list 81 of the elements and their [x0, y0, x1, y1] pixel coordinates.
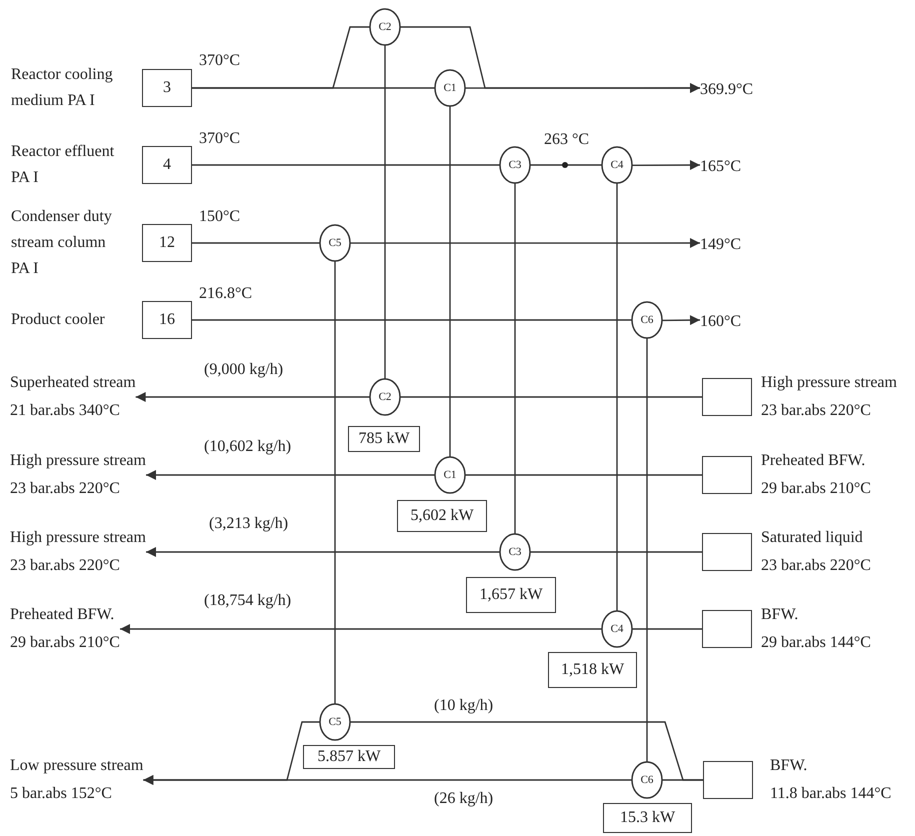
stream-label: 21 bar.abs 340°C	[10, 401, 121, 421]
connector-line	[192, 319, 632, 321]
duty-box: 5.857 kW	[303, 745, 395, 769]
duty-box: 785 kW	[348, 426, 420, 452]
exchanger-label: C3	[508, 159, 522, 171]
exchanger-label: C2	[378, 21, 392, 33]
stream-label: Superheated stream	[10, 373, 136, 393]
connector-line	[192, 242, 320, 244]
stream-label: Preheated BFW.	[10, 605, 116, 625]
stream-label: 160°C	[700, 312, 742, 332]
stream-label: High pressure stream	[10, 528, 146, 548]
stream-description: Product cooler	[11, 310, 106, 330]
stream-description: Condenser duty stream column PA I	[11, 207, 113, 279]
stream-description: Reactor effluent PA I	[11, 142, 116, 188]
stream-label: 29 bar.abs 210°C	[10, 633, 120, 653]
exchanger-label: C4	[610, 159, 624, 171]
stream-arrow	[632, 160, 700, 170]
stream-description: BFW.	[770, 756, 808, 776]
stream-description: Reactor cooling medium PA I	[11, 65, 114, 111]
connector-line	[530, 164, 602, 166]
connector-line	[465, 474, 702, 476]
stream-description: 29 bar.abs 210°C	[761, 479, 872, 499]
stream-number: 16	[159, 311, 175, 329]
connector-line	[400, 396, 702, 398]
stream-description: BFW.	[761, 605, 800, 625]
exchanger-label: C1	[444, 82, 456, 94]
connector-line	[514, 183, 516, 534]
exchanger-label: C6	[640, 314, 654, 326]
stream-description: 23 bar.abs 220°C	[761, 556, 872, 576]
stream-arrow	[350, 238, 700, 248]
stream-arrow	[146, 547, 500, 557]
duty-box: 1,518 kW	[548, 652, 637, 688]
duty-box: 5,602 kW	[397, 500, 487, 532]
exchanger-label: C6	[640, 774, 654, 786]
connector-line	[616, 183, 618, 611]
exchanger-label: C1	[444, 469, 456, 481]
stream-label: 5 bar.abs 152°C	[10, 784, 113, 804]
stream-arrow	[400, 26, 700, 93]
edge-label: (3,213 kg/h)	[208, 515, 290, 533]
connector-line	[334, 261, 336, 704]
stream-description: Preheated BFW.	[761, 451, 866, 471]
stream-arrow	[136, 392, 370, 402]
exchanger-label: C5	[328, 237, 342, 249]
connector-line	[192, 26, 370, 89]
exchanger-label: C2	[378, 391, 392, 403]
duty-box: 15.3 kW	[603, 803, 692, 833]
stream-number: 4	[163, 156, 171, 174]
connector-line	[384, 45, 386, 379]
stream-label: 23 bar.abs 220°C	[10, 479, 121, 499]
stream-description: 11.8 bar.abs 144°C	[770, 784, 892, 804]
stream-label: 149°C	[700, 235, 742, 255]
stream-description: Saturated liquid	[761, 528, 864, 548]
stream-number: 3	[163, 79, 171, 97]
edge-label: (10,602 kg/h)	[203, 438, 292, 456]
edge-label: (9,000 kg/h)	[203, 361, 284, 379]
stream-label: 23 bar.abs 220°C	[10, 556, 121, 576]
stream-description: High pressure stream	[761, 373, 898, 393]
stream-label: 369.9°C	[700, 80, 754, 100]
stream-label: High pressure stream	[10, 451, 146, 471]
exchanger-label: C3	[508, 546, 522, 558]
stream-label: Low pressure stream	[10, 756, 144, 776]
stream-description: 23 bar.abs 220°C	[761, 401, 872, 421]
edge-label: (18,754 kg/h)	[203, 592, 292, 610]
exchanger-label: C4	[610, 623, 624, 635]
connector-line	[350, 721, 703, 781]
stream-label: 165°C	[700, 157, 742, 177]
stream-arrow	[143, 721, 320, 785]
connector-line	[632, 628, 702, 630]
edge-label: (26 kg/h)	[433, 790, 494, 808]
connector-line	[192, 164, 500, 166]
edge-label: (10 kg/h)	[433, 697, 494, 715]
exchanger-label: C5	[328, 716, 342, 728]
duty-box: 1,657 kW	[466, 577, 556, 613]
connector-line	[646, 338, 648, 762]
stream-number: 12	[159, 234, 175, 252]
stream-arrow	[120, 624, 602, 634]
stream-arrow	[146, 470, 435, 480]
stream-description: 29 bar.abs 144°C	[761, 633, 872, 653]
connector-line	[530, 551, 702, 553]
stream-arrow	[662, 315, 700, 326]
connector-line	[449, 106, 451, 457]
